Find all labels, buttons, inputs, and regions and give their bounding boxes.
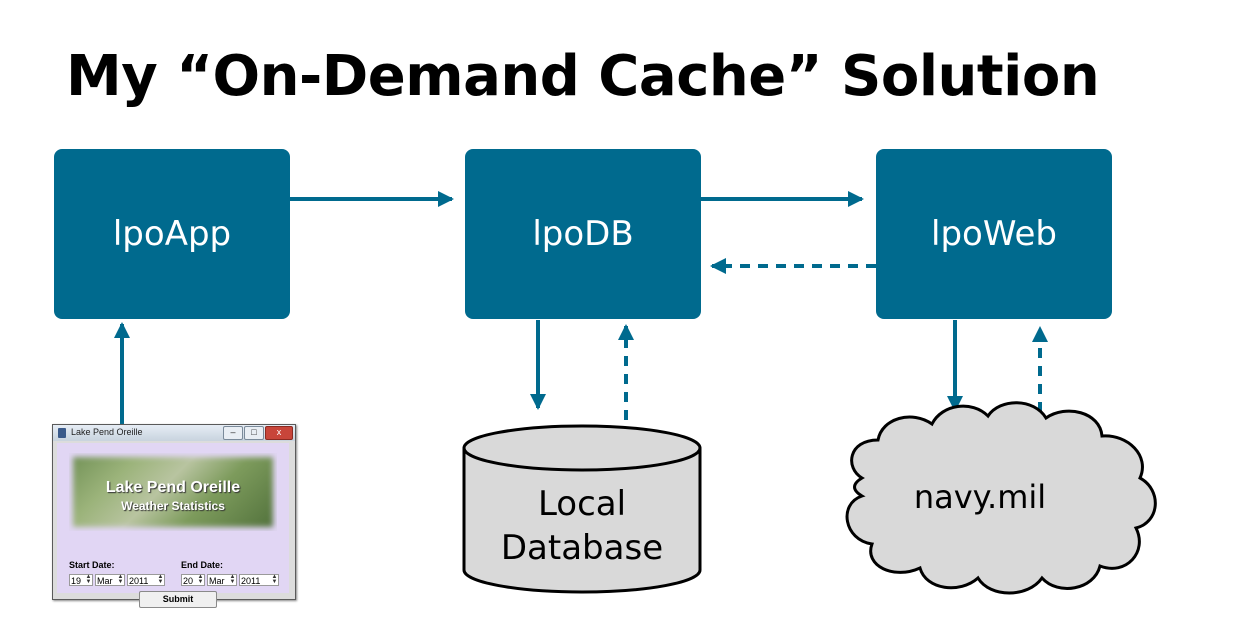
app-window-titlebar: Lake Pend Oreille – □ x xyxy=(53,425,295,441)
database-label-line2: Database xyxy=(500,528,664,568)
banner-subtitle: Weather Statistics xyxy=(121,499,225,513)
node-lpoapp-label: lpoApp xyxy=(112,214,232,254)
end-month-value: Mar xyxy=(209,576,225,586)
end-day-value: 20 xyxy=(183,576,194,586)
start-year-value: 2011 xyxy=(129,576,149,586)
minimize-button[interactable]: – xyxy=(223,426,243,440)
node-lpoweb: lpoWeb xyxy=(876,149,1112,319)
start-month-spinner[interactable]: Mar ▲▼ xyxy=(95,574,125,586)
app-window-body: Lake Pend Oreille Weather Statistics Sta… xyxy=(57,443,289,608)
start-date-label: Start Date: xyxy=(69,560,115,570)
app-window: Lake Pend Oreille – □ x Lake Pend Oreill… xyxy=(52,424,296,608)
start-year-spinner[interactable]: 2011 ▲▼ xyxy=(127,574,165,586)
maximize-button[interactable]: □ xyxy=(244,426,264,440)
node-lpoweb-label: lpoWeb xyxy=(931,214,1057,254)
close-button[interactable]: x xyxy=(265,426,293,440)
submit-button[interactable]: Submit xyxy=(139,591,217,608)
node-lpoapp: lpoApp xyxy=(54,149,290,319)
cloud-icon xyxy=(845,401,1157,595)
end-year-value: 2011 xyxy=(241,576,261,586)
database-label-line1: Local xyxy=(537,484,627,524)
spinner-arrows-icon[interactable]: ▲▼ xyxy=(229,574,236,585)
node-lpodb-label: lpoDB xyxy=(532,214,634,254)
feather-icon xyxy=(58,428,66,438)
banner-title: Lake Pend Oreille xyxy=(105,479,241,496)
database-label: Local Database xyxy=(462,482,702,570)
slide-title: My “On-Demand Cache” Solution xyxy=(66,44,1100,109)
end-month-spinner[interactable]: Mar ▲▼ xyxy=(207,574,237,586)
spinner-arrows-icon[interactable]: ▲▼ xyxy=(157,574,164,585)
start-month-value: Mar xyxy=(97,576,113,586)
spinner-arrows-icon[interactable]: ▲▼ xyxy=(197,574,204,585)
banner-image: Lake Pend Oreille Weather Statistics xyxy=(69,453,277,531)
spinner-arrows-icon[interactable]: ▲▼ xyxy=(271,574,278,585)
end-year-spinner[interactable]: 2011 ▲▼ xyxy=(239,574,279,586)
node-lpodb: lpoDB xyxy=(465,149,701,319)
end-date-label: End Date: xyxy=(181,560,224,570)
start-day-spinner[interactable]: 19 ▲▼ xyxy=(69,574,93,586)
start-day-value: 19 xyxy=(71,576,82,586)
end-day-spinner[interactable]: 20 ▲▼ xyxy=(181,574,205,586)
database-cylinder-icon xyxy=(462,424,702,594)
spinner-arrows-icon[interactable]: ▲▼ xyxy=(117,574,124,585)
cloud-label: navy.mil xyxy=(913,478,1047,516)
spinner-arrows-icon[interactable]: ▲▼ xyxy=(85,574,92,585)
app-window-title: Lake Pend Oreille xyxy=(71,427,143,437)
